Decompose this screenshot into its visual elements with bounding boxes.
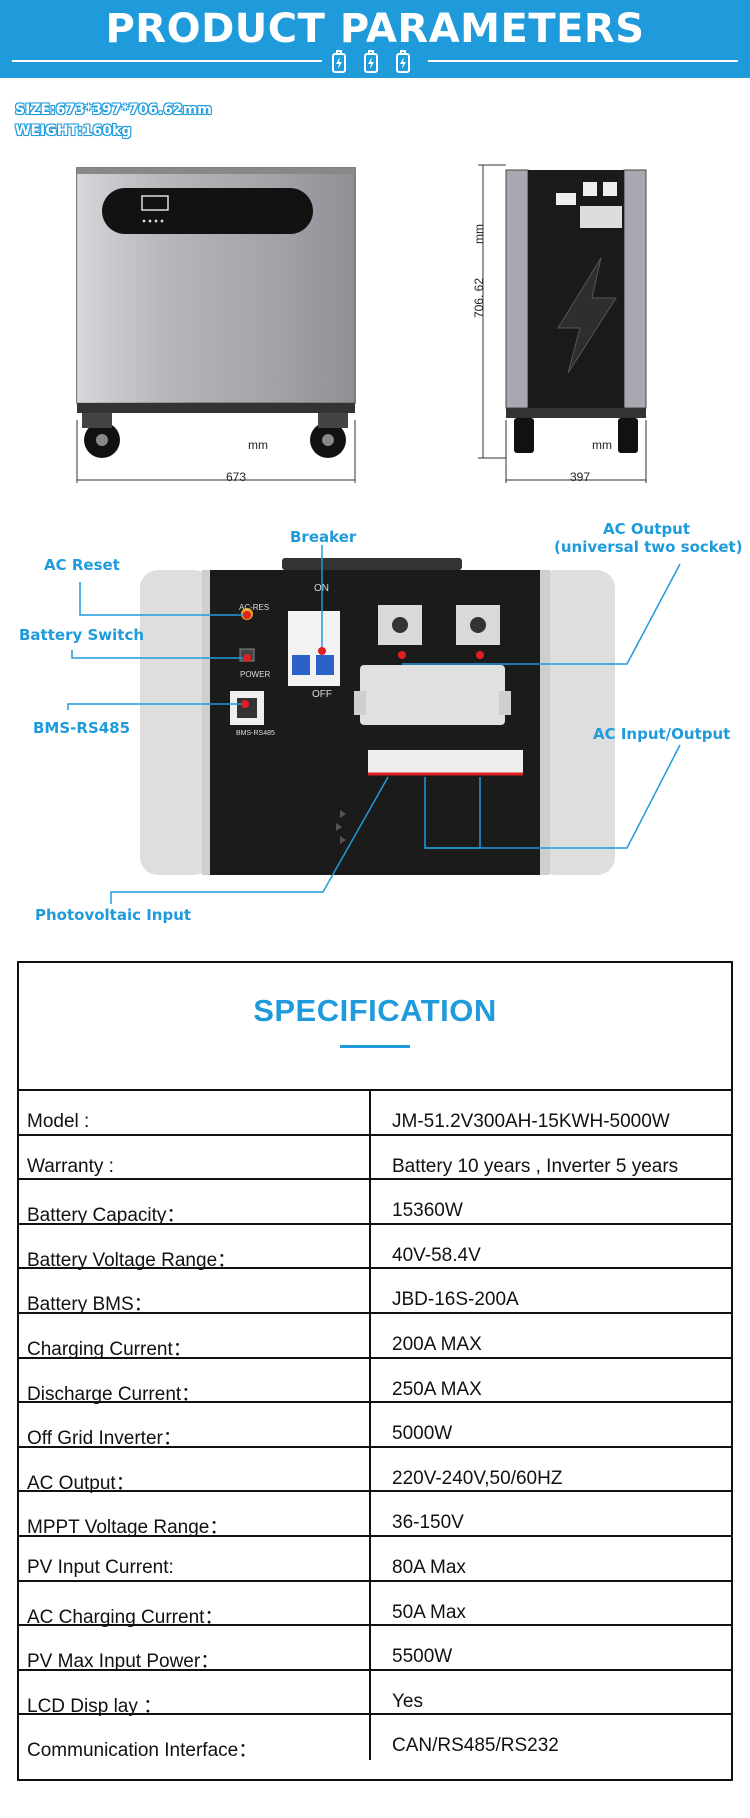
table-row: Charging Current： 200A MAX <box>19 1314 731 1360</box>
side-width: 397 <box>570 470 591 484</box>
spec-value: 5000W <box>392 1423 453 1445</box>
spec-key: Discharge Current： <box>19 1358 371 1405</box>
table-row: Warranty : Battery 10 years , Inverter 5 … <box>19 1135 731 1181</box>
ac-io-label: AC Input/Output <box>593 725 731 743</box>
spec-key: Model : <box>19 1091 371 1134</box>
battery-icons <box>332 50 410 73</box>
spec-title-underline <box>340 1045 410 1048</box>
table-row: AC Charging Current： 50A Max <box>19 1581 731 1628</box>
battery-icon <box>332 50 410 73</box>
spec-key: Communication Interface： <box>19 1715 371 1761</box>
spec-key: PV Input Current: <box>19 1537 371 1580</box>
spec-value: 50A Max <box>392 1601 466 1623</box>
spec-key: Battery Voltage Range： <box>19 1224 371 1271</box>
spec-value: 15360W <box>392 1200 463 1222</box>
spec-table: SPECIFICATION Model : JM-51.2V300AH-15KWH… <box>17 961 733 1781</box>
table-row: Discharge Current： 250A MAX <box>19 1358 731 1405</box>
spec-value: 40V-58.4V <box>392 1244 481 1266</box>
spec-key: MPPT Voltage Range： <box>19 1492 371 1538</box>
spec-value: 80A Max <box>392 1557 466 1578</box>
spec-key: Battery BMS： <box>19 1269 371 1315</box>
header-banner: PRODUCT PARAMETERS <box>0 0 750 78</box>
spec-title: SPECIFICATION <box>253 993 497 1028</box>
ac-output-label: AC Output <box>603 520 691 538</box>
callout-lines <box>67 545 681 904</box>
table-row: Battery Voltage Range： 40V-58.4V <box>19 1224 731 1271</box>
front-unit: mm <box>248 438 268 452</box>
side-view-drawing <box>478 164 647 483</box>
size-label: SIZE:673*397*706.62mm <box>15 102 212 118</box>
table-row: AC Output： 220V-240V,50/60HZ <box>19 1447 731 1494</box>
table-row: PV Input Current: 80A Max <box>19 1537 731 1582</box>
spec-value: Yes <box>392 1690 423 1712</box>
weight-label: WEIGHT:160kg <box>15 123 132 139</box>
table-row: Communication Interface： CAN/RS485/RS232 <box>19 1715 731 1761</box>
ac-res-text: AC-RES <box>239 603 270 612</box>
ac-output-sublabel: (universal two socket) <box>554 538 743 556</box>
spec-key: Battery Capacity： <box>19 1180 371 1226</box>
pv-input-label: Photovoltaic Input <box>35 906 192 924</box>
table-row: Battery BMS： JBD-16S-200A <box>19 1269 731 1315</box>
breaker-label: Breaker <box>290 528 357 546</box>
spec-key: LCD Disp lay ： <box>19 1670 371 1717</box>
spec-value: Battery 10 years , Inverter 5 years <box>392 1155 679 1177</box>
banner-line-left <box>12 60 322 62</box>
spec-value: JBD-16S-200A <box>392 1289 519 1311</box>
off-text: OFF <box>312 689 332 700</box>
spec-key: AC Output： <box>19 1447 371 1494</box>
banner-line-right <box>428 60 738 62</box>
front-width: 673 <box>226 470 247 484</box>
table-row: Model : JM-51.2V300AH-15KWH-5000W <box>19 1091 731 1136</box>
wheel-icon <box>84 422 346 458</box>
page-title: PRODUCT PARAMETERS <box>105 6 645 52</box>
spec-key: AC Charging Current： <box>19 1581 371 1628</box>
side-unit: mm <box>592 438 612 452</box>
spec-key: Charging Current： <box>19 1314 371 1360</box>
spec-value: JM-51.2V300AH-15KWH-5000W <box>392 1111 670 1132</box>
table-row: Battery Capacity： 15360W <box>19 1180 731 1226</box>
table-row: LCD Disp lay ： Yes <box>19 1670 731 1717</box>
spec-value: 220V-240V,50/60HZ <box>392 1467 563 1489</box>
table-row: PV Max Input Power： 5500W <box>19 1626 731 1672</box>
battery-switch-label: Battery Switch <box>19 626 145 644</box>
control-panel-diagram <box>140 558 615 875</box>
spec-value: 250A MAX <box>392 1378 482 1400</box>
table-row: MPPT Voltage Range： 36-150V <box>19 1492 731 1538</box>
spec-value: 200A MAX <box>392 1334 482 1355</box>
spec-value: 36-150V <box>392 1512 464 1534</box>
power-text: POWER <box>240 670 271 679</box>
spec-key: Off Grid Inverter： <box>19 1403 371 1449</box>
spec-key: PV Max Input Power： <box>19 1626 371 1672</box>
spec-key: Warranty : <box>19 1135 371 1179</box>
table-row: Off Grid Inverter： 5000W <box>19 1403 731 1449</box>
spec-header: SPECIFICATION <box>19 963 731 1091</box>
spec-value: 5500W <box>392 1646 453 1668</box>
bms-port-text: BMS-RS485 <box>236 730 275 737</box>
front-view-drawing <box>76 167 356 483</box>
ac-reset-label: AC Reset <box>44 556 120 574</box>
spec-value: CAN/RS485/RS232 <box>392 1735 559 1757</box>
bms-label: BMS-RS485 <box>33 719 131 737</box>
